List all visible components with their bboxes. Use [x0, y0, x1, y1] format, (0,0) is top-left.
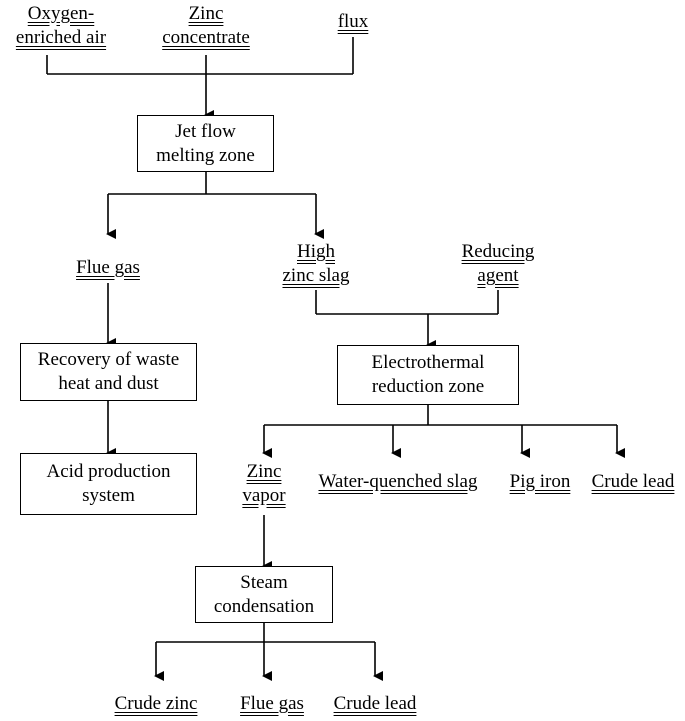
crude-lead-label: Crude lead	[591, 471, 675, 492]
crude-lead-output-label: Crude lead	[333, 693, 417, 714]
crude-zinc-label: Crude zinc	[114, 693, 198, 714]
flue-gas-label: Flue gas	[76, 257, 140, 278]
water-quenched-slag-label: Water-quenched slag	[318, 471, 478, 492]
pig-iron-label: Pig iron	[509, 471, 571, 492]
oxygen-enriched-air-label: Oxygen-enriched air	[15, 3, 107, 48]
flue-gas-output-label: Flue gas	[240, 693, 304, 714]
flux-label: flux	[337, 11, 369, 32]
